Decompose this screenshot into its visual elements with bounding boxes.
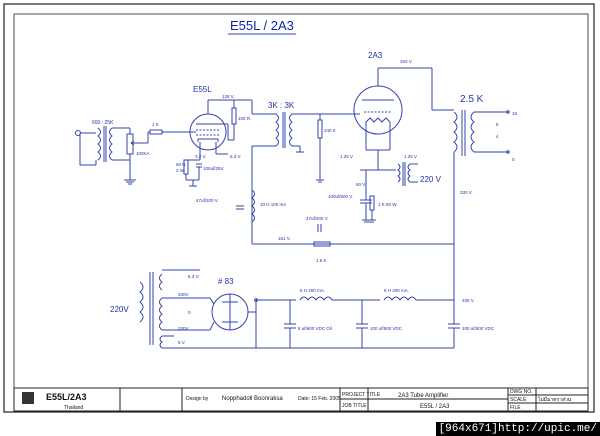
design-by-label: Design by xyxy=(186,396,209,402)
grid-resistor-label: 240 K xyxy=(324,128,336,133)
tap-0: 0 xyxy=(512,157,515,162)
choke-a-label: 6 H 200 mA. xyxy=(300,288,325,293)
scale-value: ไม่มีมาตราส่วน xyxy=(537,396,572,403)
title-block-name: E55L/2A3 xyxy=(46,392,87,402)
scale-label: SCALE xyxy=(510,397,527,403)
output-tube-label: 2A3 xyxy=(368,51,383,60)
filter-cap-100a: 100 uf/500 VDC xyxy=(370,326,403,331)
bias-voltage: 50 V xyxy=(356,182,365,187)
tap-4: 4 xyxy=(496,134,499,139)
volume-pot-label: 100KA xyxy=(136,151,150,156)
mains-voltage: 220V xyxy=(110,305,129,314)
r16k-label: 1.6 K xyxy=(316,258,327,263)
output-transformer-label: 2.5 K xyxy=(460,94,484,105)
choke-10h-label: 10 H 100 mA xyxy=(260,202,286,207)
filter-cap-oil: 8 uf/600 VDC Oil xyxy=(298,326,332,331)
filament-transformer xyxy=(397,162,411,186)
rectifier-heater-tap: 5 V. xyxy=(178,340,186,345)
file-label: FILE xyxy=(510,405,521,411)
logo-icon xyxy=(22,392,34,404)
cathode-resistor: 60 R. xyxy=(176,162,187,167)
driver-tube-label: E55L xyxy=(193,85,212,94)
hv-tap-0: 0 xyxy=(188,310,191,315)
power-transformer xyxy=(139,272,163,349)
v161-label: 161 V. xyxy=(278,236,291,241)
diagram-title: E55L / 2A3 xyxy=(230,18,294,33)
watermark: [964x671]http://upic.me/ xyxy=(435,422,600,436)
dwg-no-label: DWG NO. xyxy=(510,389,533,395)
designer-name: Nopphadoll Boonraksa xyxy=(222,396,283,402)
filter-cap-100b: 100 uf/500 VDC xyxy=(462,326,495,331)
input-transformer-ratio: 600 : 25K xyxy=(92,120,114,126)
cathode-resistor-watt: 2 W. xyxy=(176,168,185,173)
choke-10h xyxy=(251,189,255,223)
bias-cap-label: 100uf/500 V. xyxy=(328,194,353,199)
heater-tap-6v3: 6.3 V. xyxy=(188,274,199,279)
grid-stopper-label: 1 K xyxy=(152,122,159,127)
interstage-transformer xyxy=(275,112,293,148)
hv-tap-330-top: 330V xyxy=(178,292,189,297)
tap-8: 8 xyxy=(496,122,499,127)
feedback-cap-label: 47uf/200 V. xyxy=(306,216,329,221)
output-transformer xyxy=(453,110,475,156)
cathode-voltage: 3.2 V. xyxy=(195,154,206,159)
tap-16: 16 xyxy=(512,111,518,116)
project-title: 2A3 Tube Amplifier xyxy=(398,393,448,399)
coupling-cap-label: 47uf/200 V. xyxy=(196,198,219,203)
choke-b-label: 6 H 200 mA. xyxy=(384,288,409,293)
filament-left-voltage: 1.25 V xyxy=(340,154,353,159)
rectifier-tube-label: # 83 xyxy=(218,277,234,286)
b-plus-voltage: 320 V. xyxy=(400,59,413,64)
title-block xyxy=(13,387,589,412)
filament-ac-voltage: 220 V xyxy=(420,175,442,184)
design-date: Date: 15 Feb. 2005 xyxy=(298,396,341,402)
driver-heater-voltage: 6.3 V. xyxy=(230,154,241,159)
output-b-plus: 330 V xyxy=(460,190,472,195)
job-title-label: JOB TITLE xyxy=(342,403,367,409)
filament-right-voltage: 1.25 V xyxy=(404,154,417,159)
driver-plate-resistor: 100 R. xyxy=(238,116,251,121)
title-block-country: Thailand xyxy=(64,405,83,411)
interstage-transformer-ratio: 3K : 3K xyxy=(268,101,295,110)
input-transformer xyxy=(97,126,113,162)
job-title: E55L / 2A3 xyxy=(420,404,450,410)
bias-resistor-label: 1 K 50 W. xyxy=(378,202,398,207)
supply-output-voltage: 330 V. xyxy=(462,298,475,303)
hv-tap-330-bottom: 330V xyxy=(178,326,189,331)
cathode-cap: 100uf/25V. xyxy=(203,166,224,171)
project-title-label: PROJECT TITLE xyxy=(342,392,381,398)
driver-plate-voltage: 128 V. xyxy=(222,94,235,99)
